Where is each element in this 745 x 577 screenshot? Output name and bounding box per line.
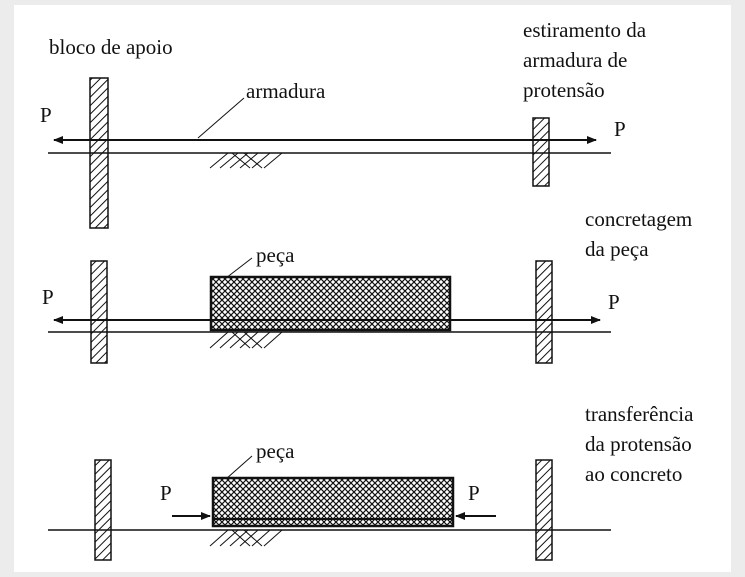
right-support-block <box>535 260 553 364</box>
soil-hatch <box>209 529 283 547</box>
stage-caption-line: da peça <box>585 237 649 261</box>
stage-3: peça P P transferência da protensão ao c… <box>48 402 694 561</box>
soil-hatch <box>209 331 283 349</box>
stage-caption-line: armadura de <box>523 48 627 72</box>
force-label-right: P <box>468 481 480 505</box>
left-support-block <box>90 260 108 364</box>
stage-caption-line: da protensão <box>585 432 692 456</box>
force-label-left: P <box>160 481 172 505</box>
left-support-block <box>94 459 112 561</box>
concrete-piece <box>209 275 452 332</box>
force-label-left: P <box>42 285 54 309</box>
force-label-left: P <box>40 103 52 127</box>
piece-leader-line <box>225 257 253 279</box>
stage-1: bloco de apoio armadura P P estiramento … <box>40 18 647 229</box>
tendon-leader-line <box>197 97 245 139</box>
right-support-block <box>532 117 550 187</box>
force-label-right: P <box>608 290 620 314</box>
stage-caption-line: concretagem <box>585 207 692 231</box>
piece-leader-line <box>225 455 253 480</box>
force-label-right: P <box>614 117 626 141</box>
tendon-label: armadura <box>246 79 326 103</box>
piece-label: peça <box>256 243 295 267</box>
stage-caption-line: transferência <box>585 402 694 426</box>
right-support-block <box>535 459 553 561</box>
stage-caption-line: estiramento da <box>523 18 647 42</box>
stage-caption-line: protensão <box>523 78 605 102</box>
piece-label: peça <box>256 439 295 463</box>
stage-2: peça P P concretagem da peça <box>42 207 692 364</box>
stage-caption-line: ao concreto <box>585 462 682 486</box>
soil-hatch <box>209 152 283 169</box>
support-block-label: bloco de apoio <box>49 35 173 59</box>
